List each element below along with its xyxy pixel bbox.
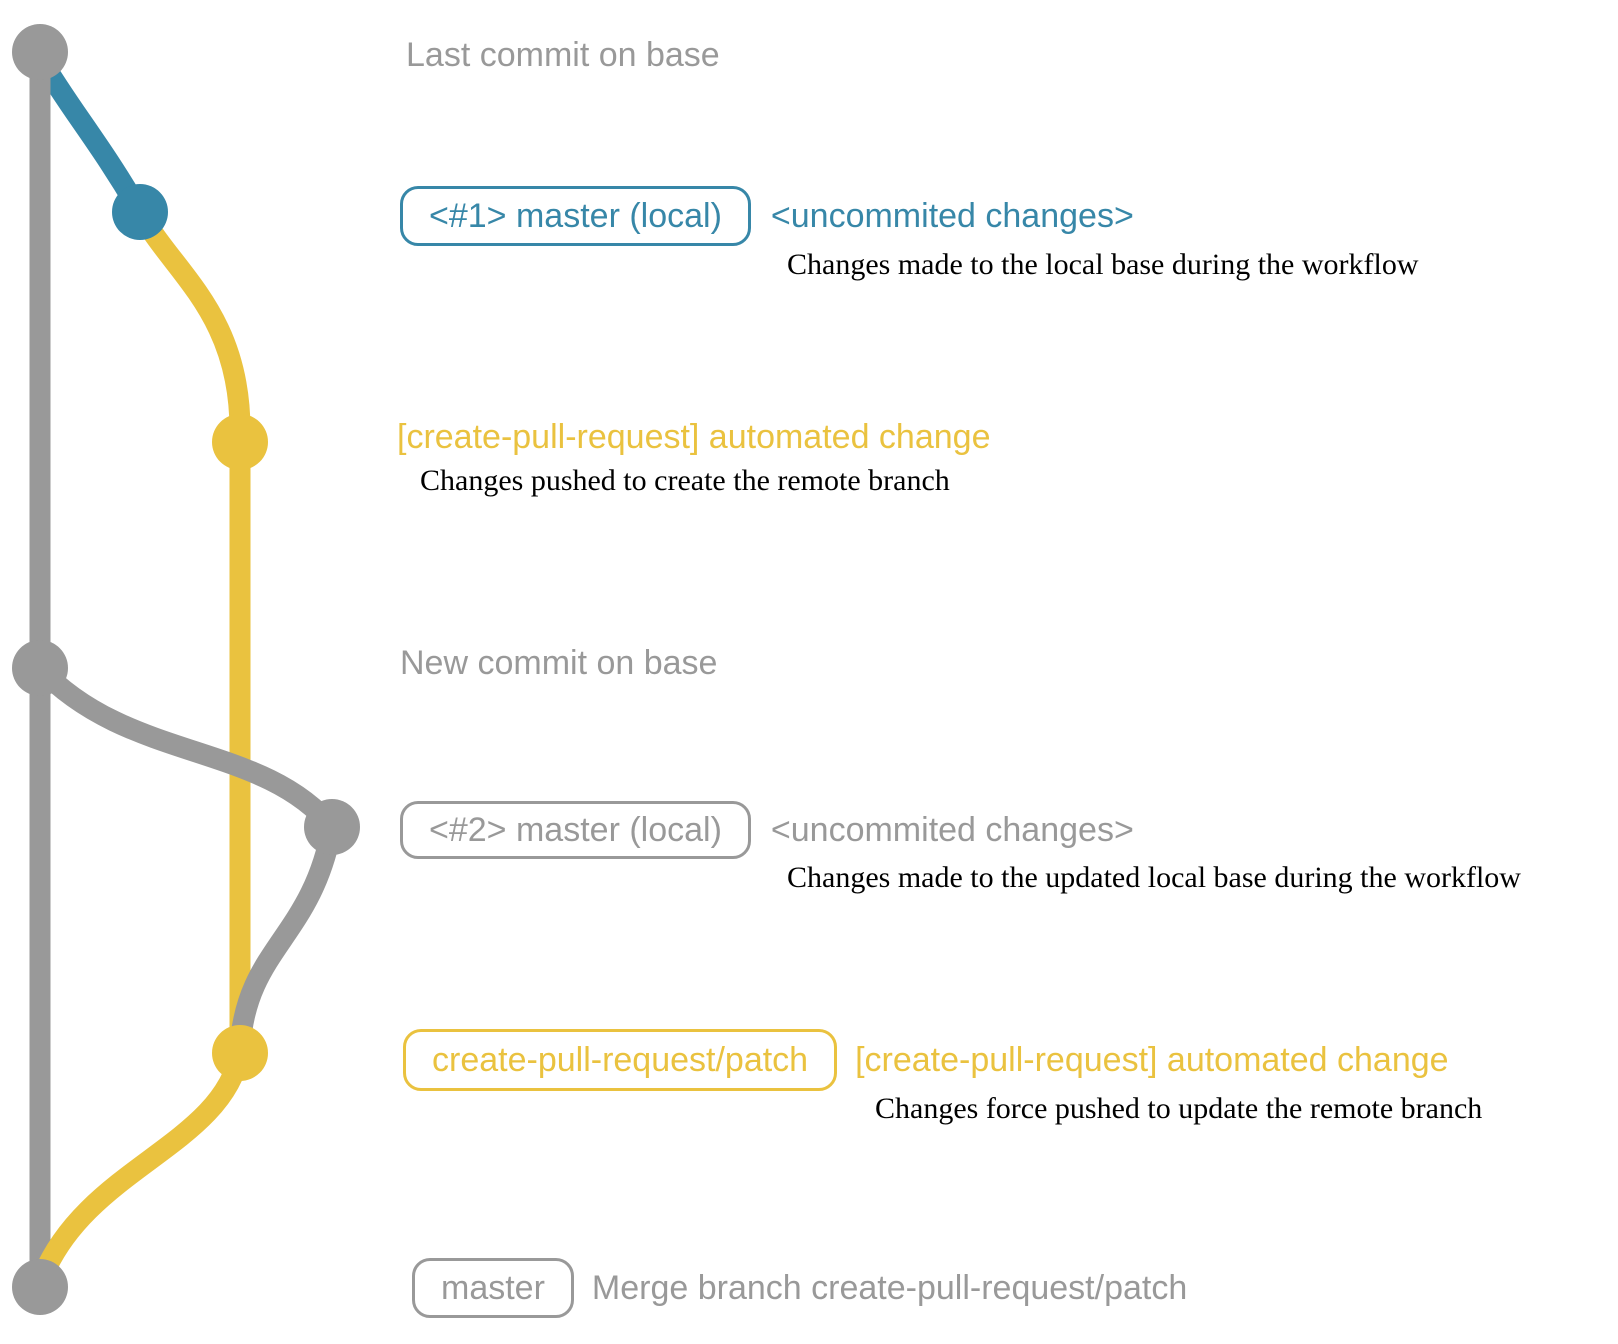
caption-new-commit: New commit on base: [400, 644, 718, 682]
row-local-master-2: <#2> master (local) <uncommited changes>: [400, 801, 1134, 859]
desc-force-push: Changes force pushed to update the remot…: [875, 1092, 1483, 1125]
badge-master-local-1: <#1> master (local): [400, 186, 751, 246]
row-local-master-1: <#1> master (local) <uncommited changes>: [400, 186, 1134, 246]
patch-branch-line: [129, 201, 251, 1059]
commit-node-merge: [12, 1259, 68, 1315]
label-automated-change-1: [create-pull-request] automated change: [397, 418, 991, 456]
label-uncommited-changes-1: <uncommited changes>: [770, 196, 1134, 235]
badge-patch-branch: create-pull-request/patch: [403, 1029, 838, 1091]
badge-master-local-2: <#2> master (local): [400, 801, 751, 859]
badge-master: master: [412, 1258, 574, 1318]
label-merge-branch: Merge branch create-pull-request/patch: [591, 1268, 1188, 1307]
desc-local-changes-2: Changes made to the updated local base d…: [787, 861, 1521, 894]
label-uncommited-changes-2: <uncommited changes>: [770, 810, 1134, 849]
commit-node-local-1: [112, 184, 168, 240]
desc-push-create: Changes pushed to create the remote bran…: [420, 464, 950, 497]
row-patch-branch: create-pull-request/patch [create-pull-r…: [403, 1029, 1449, 1091]
caption-last-commit: Last commit on base: [406, 36, 720, 74]
commit-node-patch-1: [212, 414, 268, 470]
label-automated-change-2: [create-pull-request] automated change: [855, 1040, 1449, 1079]
rebase-out-line: [29, 657, 343, 838]
row-merge: master Merge branch create-pull-request/…: [412, 1258, 1187, 1318]
desc-local-changes-1: Changes made to the local base during th…: [787, 248, 1419, 281]
merge-line: [31, 1042, 251, 1289]
commit-node-local-2: [304, 799, 360, 855]
commit-node-last-base: [12, 24, 68, 80]
commit-node-patch-2: [212, 1025, 268, 1081]
commit-node-new-base: [12, 640, 68, 696]
force-push-line: [229, 816, 343, 1059]
